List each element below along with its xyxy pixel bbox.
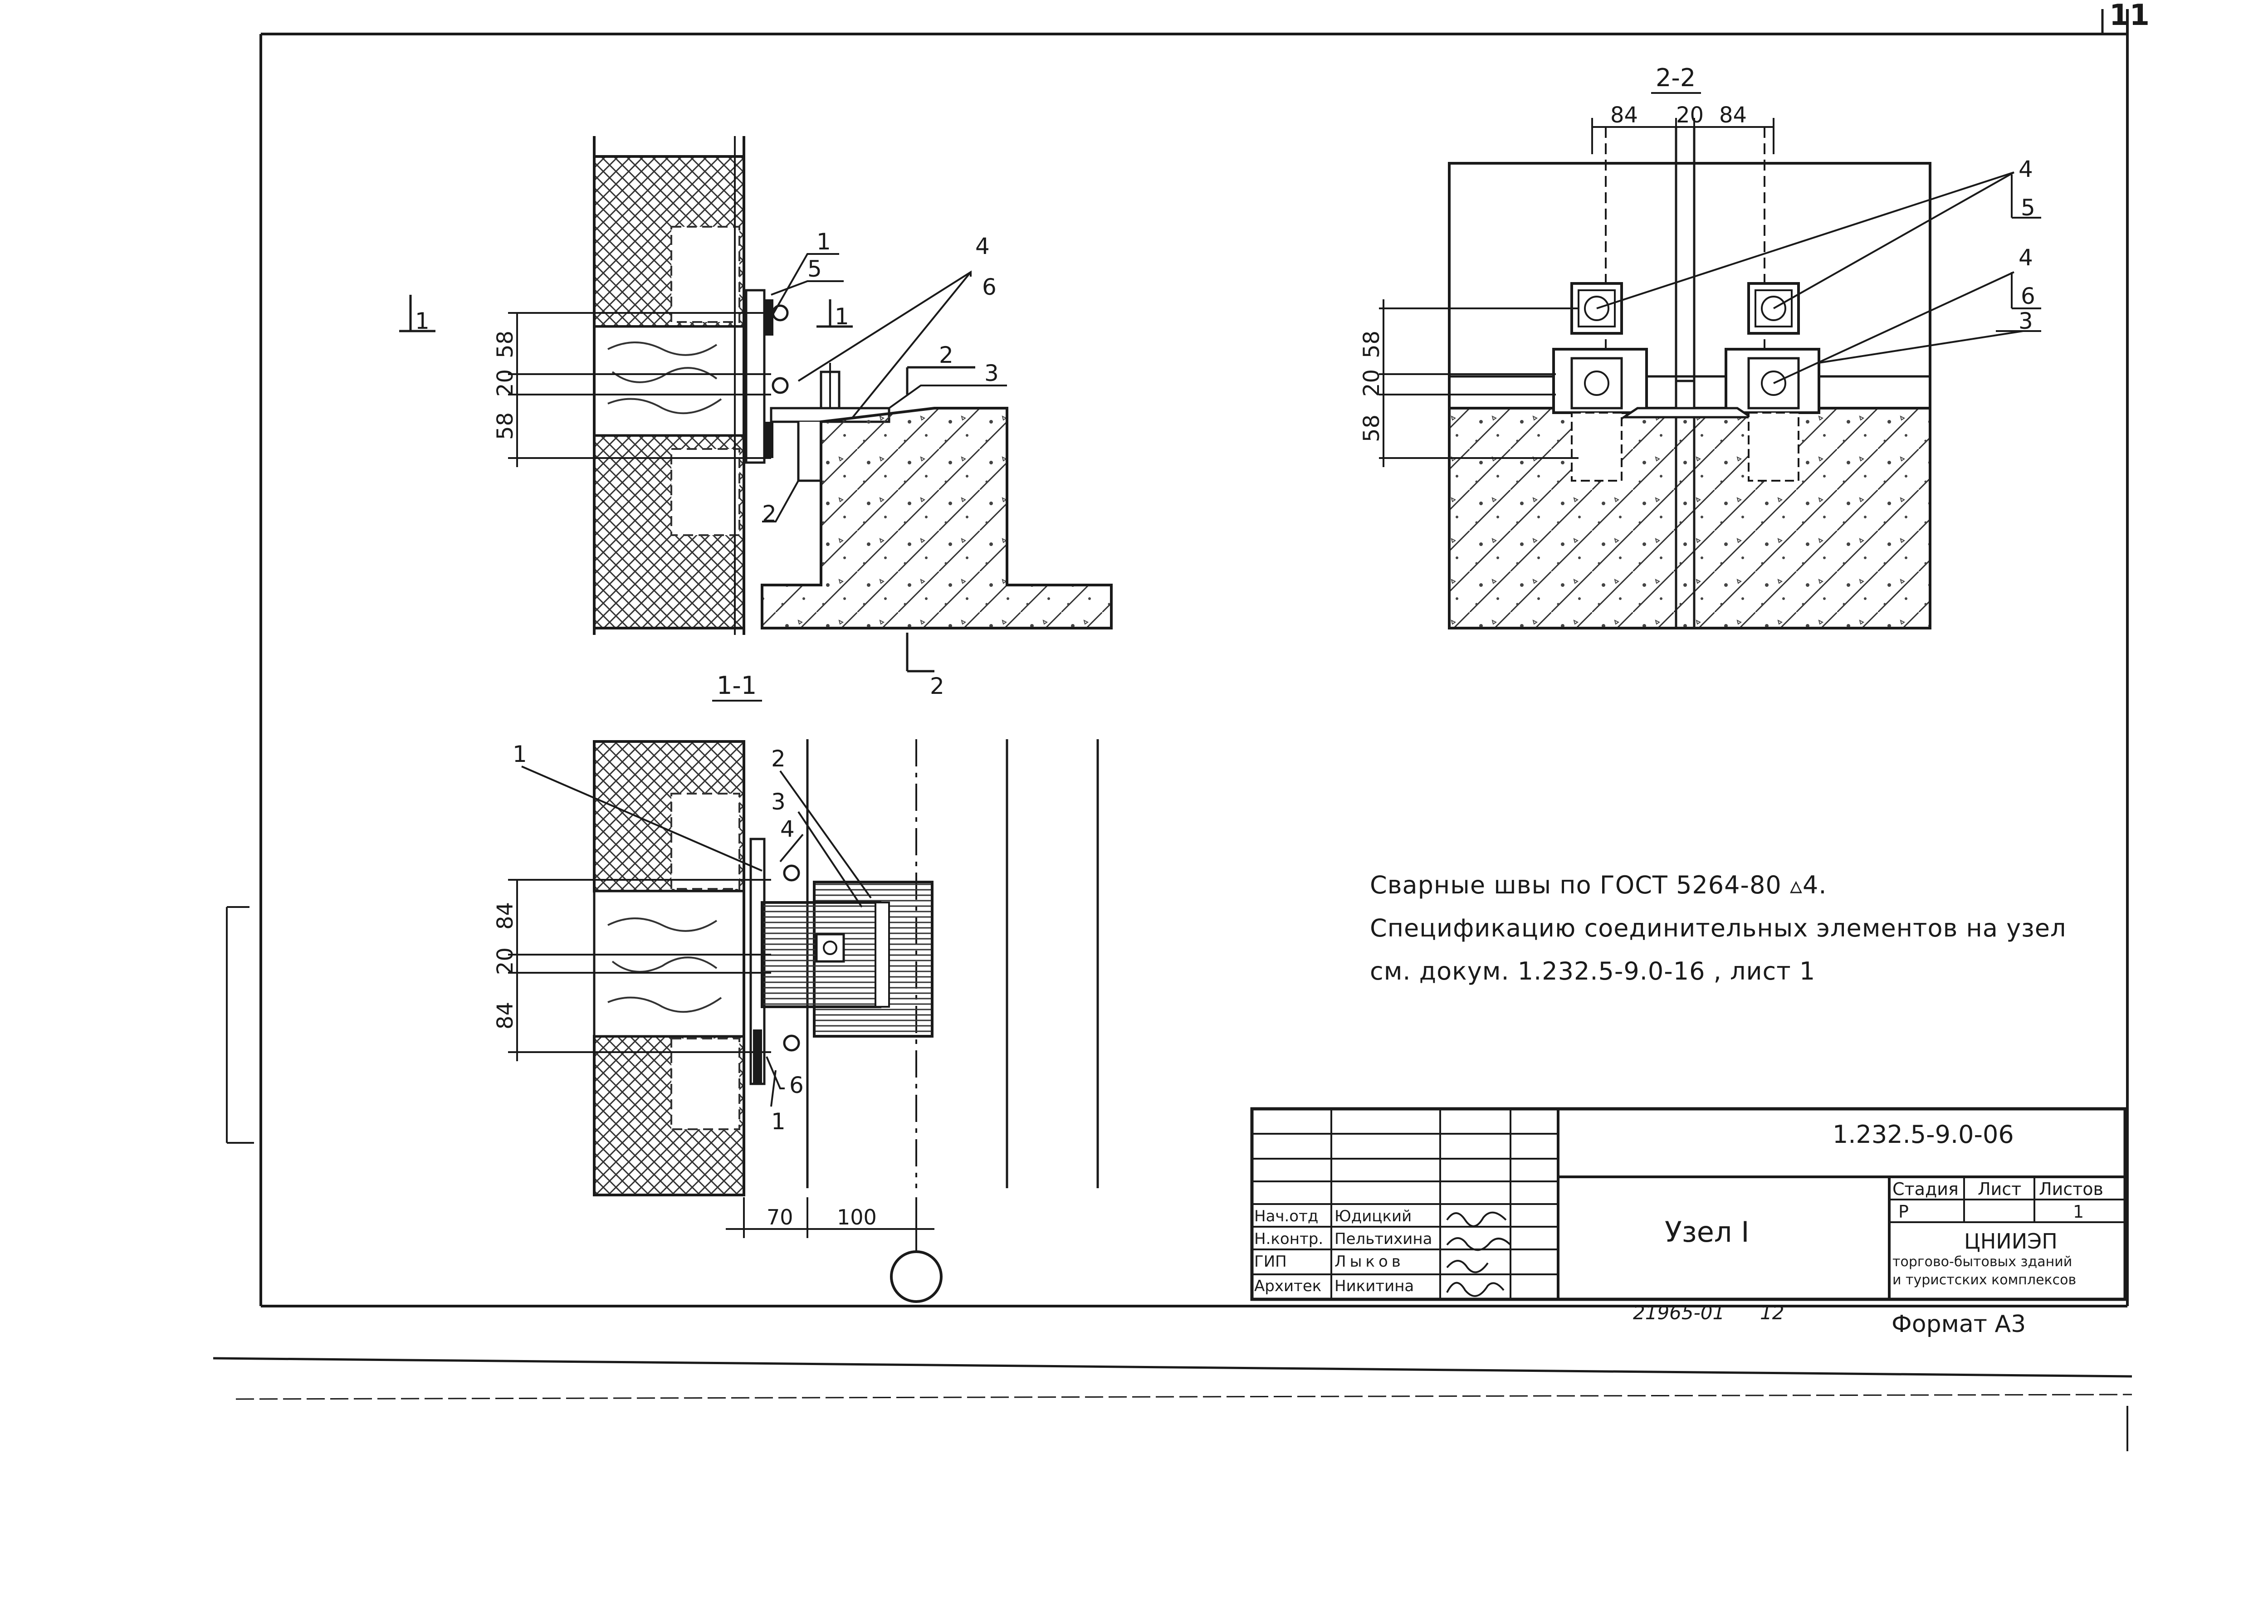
callout-tl-6: 6 (982, 274, 997, 300)
archive-number: 21965-01 (1633, 1302, 1725, 1324)
doc-code: 1.232.5-9.0-06 (1833, 1120, 2014, 1149)
sheet-header: Лист (1978, 1179, 2022, 1199)
sheet-frame (213, 9, 2132, 1451)
callout-tl-3: 3 (984, 360, 999, 386)
section-2-2: 2-2 (1359, 63, 2041, 629)
callout-b-1b: 1 (771, 1108, 786, 1135)
section-1-1-title: 1-1 (717, 671, 757, 700)
callout-r-3: 3 (2019, 308, 2033, 334)
name-2: Лыков (1334, 1253, 1404, 1271)
concrete-slab (1448, 407, 1931, 629)
cut-mark-1: 1 (835, 303, 849, 330)
callout-b-1: 1 (513, 741, 527, 767)
dim-r-20b: 20 (1359, 369, 1384, 397)
dim-left-58a: 58 (493, 331, 518, 358)
signature-3 (1446, 1260, 1489, 1273)
stage-value: Р (1898, 1202, 1909, 1222)
section-1-1: 1-1 (493, 671, 1099, 1303)
role-3: Архитек (1254, 1277, 1322, 1295)
dim-r-84a: 84 (1610, 102, 1638, 128)
callout-tl-1: 1 (816, 229, 831, 255)
signature-1 (1446, 1211, 1507, 1227)
dim-100: 100 (837, 1205, 877, 1229)
org-name: ЦНИИЭП (1964, 1229, 2058, 1253)
note-welds: Сварные швы по ГОСТ 5264-80 ▵4. (1370, 871, 1827, 899)
sheets-value: 1 (2073, 1202, 2084, 1222)
archive-page: 12 (1760, 1302, 1784, 1324)
section-top-left: 58 20 58 1 5 4 6 3 2 1 1 2 2 (399, 136, 1113, 699)
callout-tl-2: 2 (762, 501, 777, 527)
stage-header: Стадия (1892, 1179, 1959, 1199)
dim-r-58a: 58 (1359, 331, 1384, 358)
dim-84a: 84 (493, 902, 518, 930)
axis-marker (890, 1250, 943, 1303)
callout-b-2: 2 (771, 746, 786, 772)
note-spec: Спецификацию соединительных элементов на… (1370, 914, 2067, 942)
sheets-header: Листов (2039, 1179, 2103, 1199)
cut-mark-1-left: 1 (415, 308, 430, 334)
callout-r-6: 6 (2021, 283, 2035, 309)
dim-20b: 20 (493, 947, 518, 975)
dim-r-84b: 84 (1719, 102, 1747, 128)
signature-4 (1446, 1282, 1505, 1297)
callout-b-3: 3 (771, 789, 786, 815)
dim-left-58b: 58 (493, 412, 518, 440)
paper-format: Формат А3 (1892, 1311, 2026, 1338)
callout-b-6: 6 (789, 1072, 804, 1098)
dim-70: 70 (767, 1205, 793, 1229)
note-ref: см. докум. 1.232.5-9.0-16 , лист 1 (1370, 957, 1816, 985)
org-line3: и туристских комплексов (1892, 1272, 2077, 1288)
callout-b-4: 4 (780, 816, 795, 842)
callout-tl-4: 4 (975, 233, 990, 259)
concrete-foundation (761, 407, 1113, 629)
callout-r-4b: 4 (2019, 244, 2033, 271)
org-line2: торгово-бытовых зданий (1892, 1254, 2072, 1270)
section-2-2-title: 2-2 (1656, 63, 1696, 92)
name-3: Никитина (1334, 1277, 1414, 1295)
dim-84b: 84 (493, 1002, 518, 1029)
role-2: ГИП (1254, 1253, 1287, 1271)
name-1: Пельтихина (1334, 1230, 1432, 1248)
signature-2 (1446, 1237, 1511, 1251)
wall-joint-insulation (593, 325, 745, 437)
callout-r-4a: 4 (2019, 156, 2033, 182)
dim-r-20: 20 (1676, 102, 1704, 128)
dim-left-20: 20 (493, 369, 518, 397)
role-1: Н.контр. (1254, 1230, 1324, 1248)
cut-mark-2-bottom: 2 (930, 673, 944, 699)
cut-mark-2-top: 2 (939, 342, 953, 368)
callout-tl-5: 5 (807, 256, 822, 282)
callout-r-5: 5 (2021, 195, 2035, 221)
name-0: Юдицкий (1334, 1207, 1412, 1225)
role-0: Нач.отд (1254, 1207, 1319, 1225)
drawing-title: Узел I (1665, 1215, 1750, 1248)
title-block (1250, 1107, 2127, 1301)
sheet-number: 11 (2109, 0, 2150, 32)
dim-r-58b: 58 (1359, 415, 1384, 442)
